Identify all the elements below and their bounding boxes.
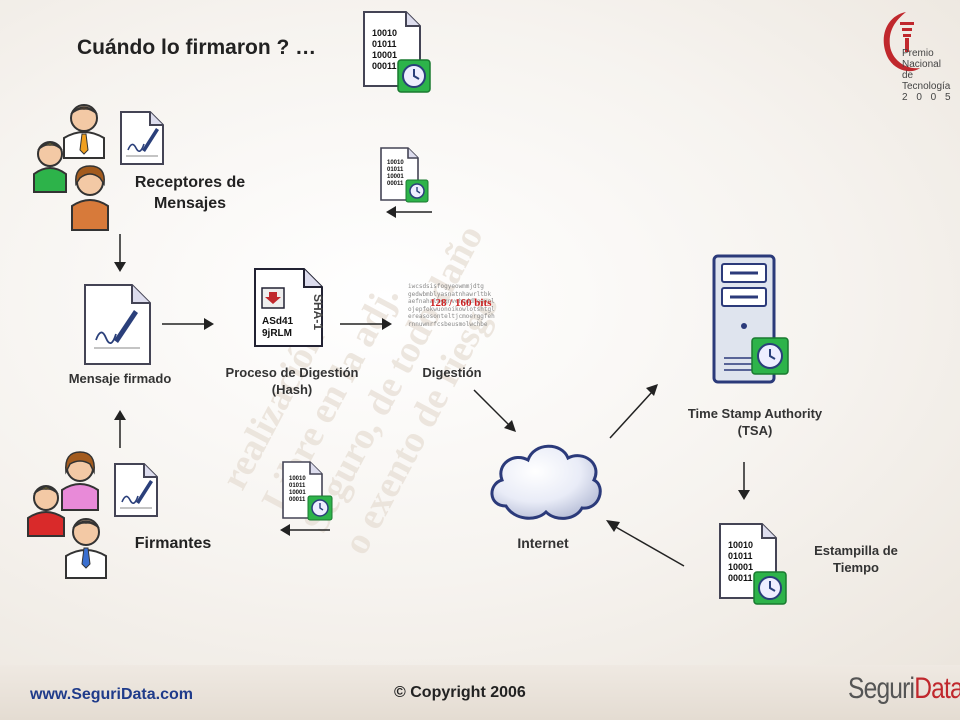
arrow-diagonal-icon — [473, 389, 516, 432]
svg-text:00011: 00011 — [728, 573, 753, 583]
award-text: Premio Nacional de Tecnología 2 0 0 5 — [902, 48, 960, 103]
slide-background — [0, 0, 960, 665]
svg-text:10010: 10010 — [387, 160, 404, 166]
award-line: 2 0 0 5 — [902, 92, 954, 103]
svg-text:01011: 01011 — [387, 167, 404, 173]
digest-bits-label: 128 / 160 bits — [430, 297, 492, 309]
estampilla-label: Estampilla de Tiempo — [814, 543, 898, 575]
timestamped-document-icon: 10010 01011 10001 00011 — [282, 461, 333, 521]
award-line: Nacional — [902, 59, 941, 70]
mensaje-label: Mensaje firmado — [68, 371, 172, 386]
svg-text:10010: 10010 — [289, 476, 306, 482]
brand-logo: SeguriData — [848, 672, 960, 706]
svg-text:10001: 10001 — [387, 174, 404, 180]
svg-text:00011: 00011 — [372, 61, 397, 71]
arrow-left-icon — [280, 524, 330, 536]
firmantes-label: Firmantes — [134, 535, 212, 552]
arrow-right-icon — [162, 318, 214, 330]
arrow-diagonal-icon — [606, 520, 685, 567]
hash-line-2: 9jRLM — [262, 328, 292, 339]
svg-text:00011: 00011 — [289, 497, 306, 503]
svg-text:10010: 10010 — [372, 28, 397, 38]
svg-text:00011: 00011 — [387, 181, 404, 187]
estampilla-document-icon: 10010 01011 10001 00011 — [719, 523, 787, 605]
receptores-signed-doc-icon — [120, 111, 164, 165]
timestamped-document-icon: 10010 01011 10001 00011 — [380, 147, 429, 203]
hash-algo-label: SHA-1 — [311, 294, 325, 330]
website-link[interactable]: www.SeguriData.com — [30, 686, 193, 703]
tsa-server-icon — [712, 254, 789, 384]
arrow-down-icon — [114, 234, 126, 272]
arrow-up-icon — [114, 410, 126, 448]
internet-label: Internet — [517, 535, 569, 551]
brand-logo-part: Data — [914, 672, 960, 705]
slide-title: Cuándo lo firmaron ? … — [77, 36, 317, 59]
svg-text:01011: 01011 — [372, 39, 397, 49]
svg-text:01011: 01011 — [289, 483, 306, 489]
arrow-diagonal-icon — [609, 384, 658, 439]
svg-text:10001: 10001 — [372, 50, 397, 60]
award-line: Premio — [902, 48, 934, 59]
digest-text-block: iwcsdsisfogyeowmmjdtg gedwbmblyasnatnhaw… — [408, 283, 495, 328]
svg-text:10001: 10001 — [289, 490, 306, 496]
arrow-right-icon — [340, 318, 392, 330]
proceso-label: Proceso de Digestión (Hash) — [225, 365, 359, 397]
arrow-left-icon — [386, 206, 432, 218]
footer-bar — [0, 665, 960, 720]
award-logo-icon — [883, 12, 920, 72]
receptores-label: Receptores de Mensajes — [134, 174, 246, 212]
digestion-label: Digestión — [422, 365, 482, 380]
sha1-hash-icon: ASd41 9jRLM SHA-1 — [254, 268, 325, 347]
arrow-down-icon — [738, 462, 750, 500]
firmantes-signed-doc-icon — [114, 463, 158, 517]
receptores-people-icon — [33, 104, 109, 231]
mensaje-firmado-doc-icon — [84, 284, 151, 365]
svg-text:01011: 01011 — [728, 551, 753, 561]
hash-line-1: ASd41 — [262, 316, 294, 327]
svg-text:10010: 10010 — [728, 540, 753, 550]
tsa-label: Time Stamp Authority (TSA) — [687, 406, 823, 438]
internet-cloud-icon — [490, 444, 602, 520]
copyright-text: © Copyright 2006 — [394, 684, 526, 701]
award-line: de Tecnología — [902, 70, 951, 92]
firmantes-people-icon — [27, 451, 107, 579]
svg-text:10001: 10001 — [728, 562, 753, 572]
timestamped-document-icon: 10010 01011 10001 00011 — [363, 11, 431, 93]
brand-logo-part: Seguri — [848, 672, 915, 705]
